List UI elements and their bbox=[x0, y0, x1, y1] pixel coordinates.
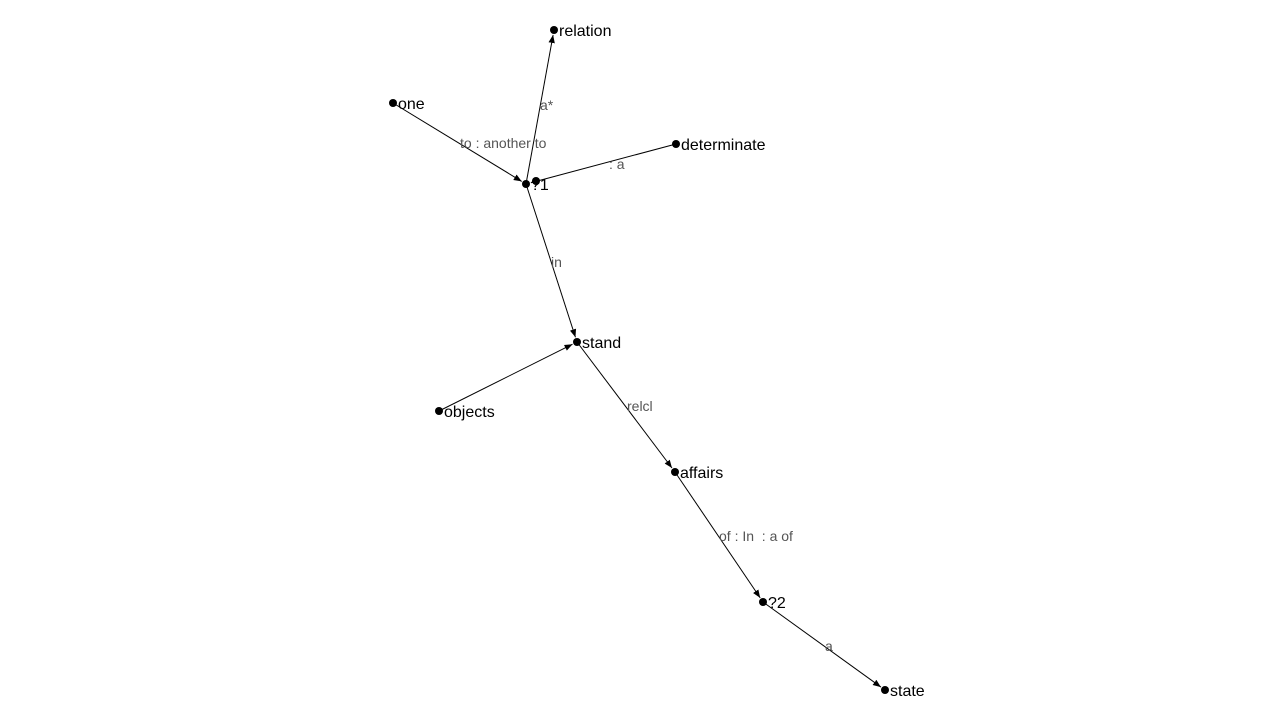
node-label-q2: ?2 bbox=[768, 595, 786, 612]
node-state: state bbox=[881, 683, 925, 700]
edge-label-q2-to-state: a bbox=[825, 638, 833, 654]
edges-layer: a* to : another to : a in relcl of : In : a o… bbox=[392, 34, 882, 688]
node-relation: relation bbox=[550, 23, 611, 40]
node-label-determinate: determinate bbox=[681, 137, 766, 154]
node-label-affairs: affairs bbox=[680, 465, 723, 482]
node-label-objects: objects bbox=[444, 404, 495, 421]
node-dot-stand bbox=[573, 338, 581, 346]
node-label-state: state bbox=[890, 683, 925, 700]
node-dot-objects bbox=[435, 407, 443, 415]
node-dot-determinate bbox=[672, 140, 680, 148]
edge-label-one-to-q1: to : another to bbox=[460, 135, 547, 151]
edge-q1-to-stand bbox=[525, 183, 577, 338]
node-q2: ?2 bbox=[759, 595, 786, 612]
node-stand: stand bbox=[573, 335, 621, 352]
node-label-stand: stand bbox=[582, 335, 621, 352]
edge-determinate-to-q1 bbox=[530, 143, 677, 184]
edge-q1-to-relation bbox=[525, 34, 555, 185]
edge-q2-to-state bbox=[762, 601, 882, 688]
edge-one-to-q1 bbox=[392, 102, 522, 182]
node-objects: objects bbox=[435, 404, 495, 421]
node-dot-q2 bbox=[759, 598, 767, 606]
node-dot-state bbox=[881, 686, 889, 694]
node-affairs: affairs bbox=[671, 465, 723, 482]
node-one: one bbox=[389, 96, 425, 113]
node-label-relation: relation bbox=[559, 23, 611, 40]
edge-objects-to-stand bbox=[438, 343, 573, 412]
edge-label-q1-to-relation: a* bbox=[540, 97, 554, 113]
nodes-layer: relationonedeterminate?1standobjectsaffa… bbox=[389, 23, 925, 700]
overlap-dot-0 bbox=[532, 177, 540, 185]
node-dot-q1 bbox=[522, 180, 530, 188]
node-dot-one bbox=[389, 99, 397, 107]
edge-stand-to-affairs bbox=[576, 341, 673, 469]
edge-label-stand-to-affairs: relcl bbox=[627, 398, 653, 414]
edge-label-affairs-to-q2: of : In : a of bbox=[719, 528, 793, 544]
node-dot-relation bbox=[550, 26, 558, 34]
node-label-one: one bbox=[398, 96, 425, 113]
edge-label-determinate-to-q1: : a bbox=[609, 156, 625, 172]
node-dot-affairs bbox=[671, 468, 679, 476]
edge-label-q1-to-stand: in bbox=[551, 254, 562, 270]
node-determinate: determinate bbox=[672, 137, 766, 154]
edge-affairs-to-q2 bbox=[674, 471, 761, 599]
